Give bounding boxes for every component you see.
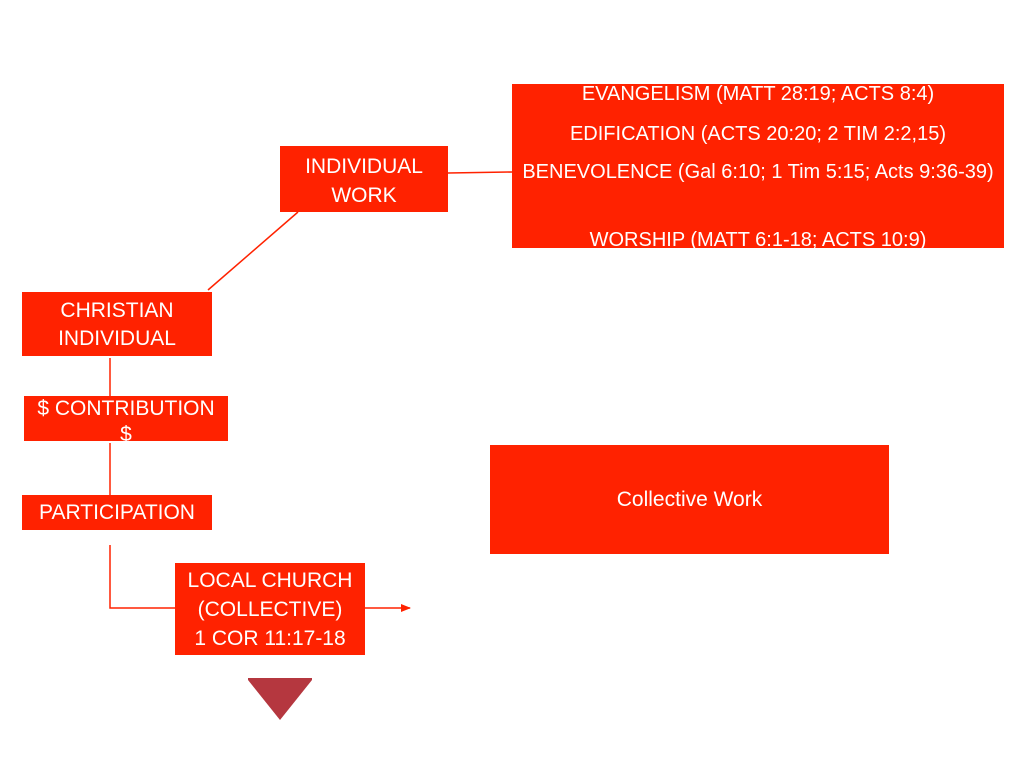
connector-individual-work-to-ministry: [447, 171, 513, 174]
contribution-box: $ CONTRIBUTION $: [24, 396, 228, 441]
ministry-benevolence: BENEVOLENCE (Gal 6:10; 1 Tim 5:15; Acts …: [522, 161, 994, 183]
ministry-evangelism: EVANGELISM (MATT 28:19; ACTS 8:4): [581, 84, 935, 105]
local-church-box: LOCAL CHURCH (COLLECTIVE) 1 COR 11:17-18: [175, 563, 365, 655]
individual-work-line-2: WORK: [331, 184, 397, 207]
individual-ministry-box: EVANGELISM (MATT 28:19; ACTS 8:4) EDIFIC…: [512, 84, 1004, 248]
contribution-line-2: $: [120, 423, 132, 441]
collective-work-label: Collective Work: [616, 488, 763, 511]
individual-work-line-1: INDIVIDUAL: [305, 155, 423, 178]
local-church-line-3: 1 COR 11:17-18: [194, 627, 346, 650]
participation-box: PARTICIPATION: [22, 495, 212, 530]
christian-individual-line-1: CHRISTIAN: [60, 299, 174, 322]
local-church-line-2: (COLLECTIVE): [197, 598, 343, 621]
ministry-worship: WORSHIP (MATT 6:1-18; ACTS 10:9): [589, 229, 927, 248]
individual-work-box: INDIVIDUAL WORK: [280, 146, 448, 212]
christian-individual-line-2: INDIVIDUAL: [58, 327, 176, 350]
contribution-line-1: $ CONTRIBUTION: [37, 397, 215, 420]
collective-work-box: Collective Work: [490, 445, 889, 554]
down-arrow-icon: [248, 678, 312, 720]
connector-christian-to-individual-work: [207, 211, 299, 291]
local-church-line-1: LOCAL CHURCH: [187, 569, 353, 592]
participation-label: PARTICIPATION: [39, 501, 195, 524]
christian-individual-box: CHRISTIAN INDIVIDUAL: [22, 292, 212, 356]
connector-participation-to-local-church: [109, 545, 175, 609]
ministry-edification: EDIFICATION (ACTS 20:20; 2 TIM 2:2,15): [569, 123, 947, 145]
